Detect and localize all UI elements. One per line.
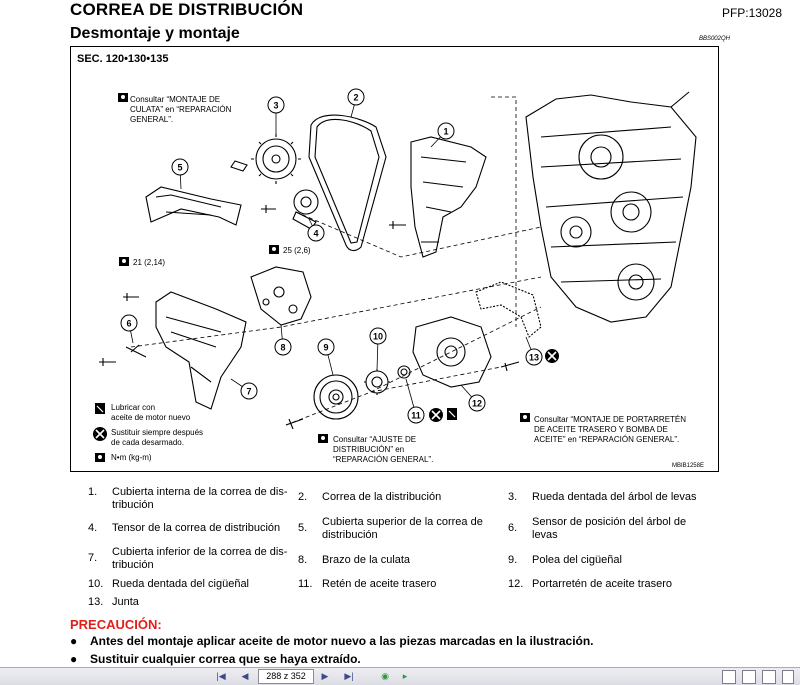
figure-code: MBIB1258E: [671, 463, 704, 469]
callout-8: 8: [274, 338, 292, 356]
svg-text:6: 6: [126, 319, 131, 329]
caution-title: PRECAUCIÓN:: [70, 617, 162, 632]
callout-1: 1: [437, 122, 455, 140]
section-label: SEC. 120•130•135: [77, 53, 169, 65]
exploded-diagram: 1 2 3 4 5 6 7 8 9 10 11 12 13: [93, 88, 697, 462]
callout-5: 5: [171, 158, 189, 176]
torque-icon: [95, 453, 105, 462]
svg-text:7: 7: [246, 387, 251, 397]
torque-icon: [118, 93, 128, 102]
exploded-view-figure: SEC. 120•130•135: [70, 46, 719, 472]
single-page-view-icon[interactable]: [722, 670, 736, 684]
torque-icon: [520, 413, 530, 422]
continuous-facing-view-icon[interactable]: [782, 670, 794, 684]
page-subtitle: Desmontaje y montaje: [70, 25, 240, 42]
forward-icon[interactable]: ▸: [402, 671, 408, 681]
svg-text:13: 13: [529, 353, 539, 363]
svg-text:2: 2: [353, 93, 358, 103]
callout-3: 3: [267, 96, 285, 114]
svg-text:11: 11: [411, 411, 421, 421]
doc-code: PFP:13028: [721, 6, 782, 20]
continuous-view-icon[interactable]: [742, 670, 756, 684]
last-page-icon[interactable]: ▶|: [344, 671, 354, 681]
note-culata: Consultar “MONTAJE DE CULATA” en “REPARA…: [130, 95, 232, 124]
torque-icon: [269, 245, 279, 254]
caution-bullet: ●Sustituir cualquier correa que se haya …: [70, 652, 361, 666]
note-ajuste: Consultar “AJUSTE DE DISTRIBUCIÓN” en “R…: [333, 435, 434, 464]
svg-text:4: 4: [313, 229, 318, 239]
callout-6: 6: [120, 314, 138, 332]
torque-icon: [318, 434, 328, 443]
torque-value-21: 21 (2,14): [133, 258, 166, 267]
callout-13: 13: [525, 348, 543, 366]
torque-icon: [119, 257, 129, 266]
callout-9: 9: [317, 338, 335, 356]
svg-text:9: 9: [323, 343, 328, 353]
key-lubricar: Lubricar con aceite de motor nuevo: [111, 403, 191, 422]
symbol-icons: [93, 93, 559, 462]
replace-x-icon: [93, 427, 107, 441]
svg-text:1: 1: [443, 127, 448, 137]
torque-value-25: 25 (2,6): [283, 246, 311, 255]
page-indicator-input[interactable]: 288 z 352: [258, 669, 314, 684]
replace-x-icon: [429, 408, 443, 422]
oil-can-icon: [447, 408, 457, 420]
facing-view-icon[interactable]: [762, 670, 776, 684]
next-page-icon[interactable]: ▶: [321, 671, 329, 681]
oil-can-icon: [95, 403, 105, 414]
pdf-toolbar: |◀ ◀ 288 z 352 ▶ ▶| ◉ ▸: [0, 667, 800, 685]
svg-text:3: 3: [273, 101, 278, 111]
replace-x-icon: [545, 349, 559, 363]
svg-text:8: 8: [280, 343, 285, 353]
doc-small-code: BBS002QH: [698, 36, 730, 42]
back-icon[interactable]: ◉: [381, 671, 389, 681]
key-nm: N•m (kg-m): [111, 453, 152, 462]
key-sustituir: Sustituir siempre después de cada desarm…: [111, 428, 204, 447]
callout-10: 10: [369, 327, 387, 345]
svg-text:10: 10: [373, 332, 383, 342]
callout-7: 7: [240, 382, 258, 400]
callout-11: 11: [407, 406, 425, 424]
caution-bullet: ●Antes del montaje aplicar aceite de mot…: [70, 634, 594, 648]
note-portarreten: Consultar “MONTAJE DE PORTARRETÉN DE ACE…: [534, 415, 687, 444]
prev-page-icon[interactable]: ◀: [241, 671, 249, 681]
first-page-icon[interactable]: |◀: [216, 671, 226, 681]
callout-4: 4: [307, 224, 325, 242]
svg-text:12: 12: [472, 399, 482, 409]
callout-2: 2: [347, 88, 365, 106]
callout-12: 12: [468, 394, 486, 412]
svg-text:5: 5: [177, 163, 182, 173]
page-title: CORREA DE DISTRIBUCIÓN: [70, 0, 304, 19]
